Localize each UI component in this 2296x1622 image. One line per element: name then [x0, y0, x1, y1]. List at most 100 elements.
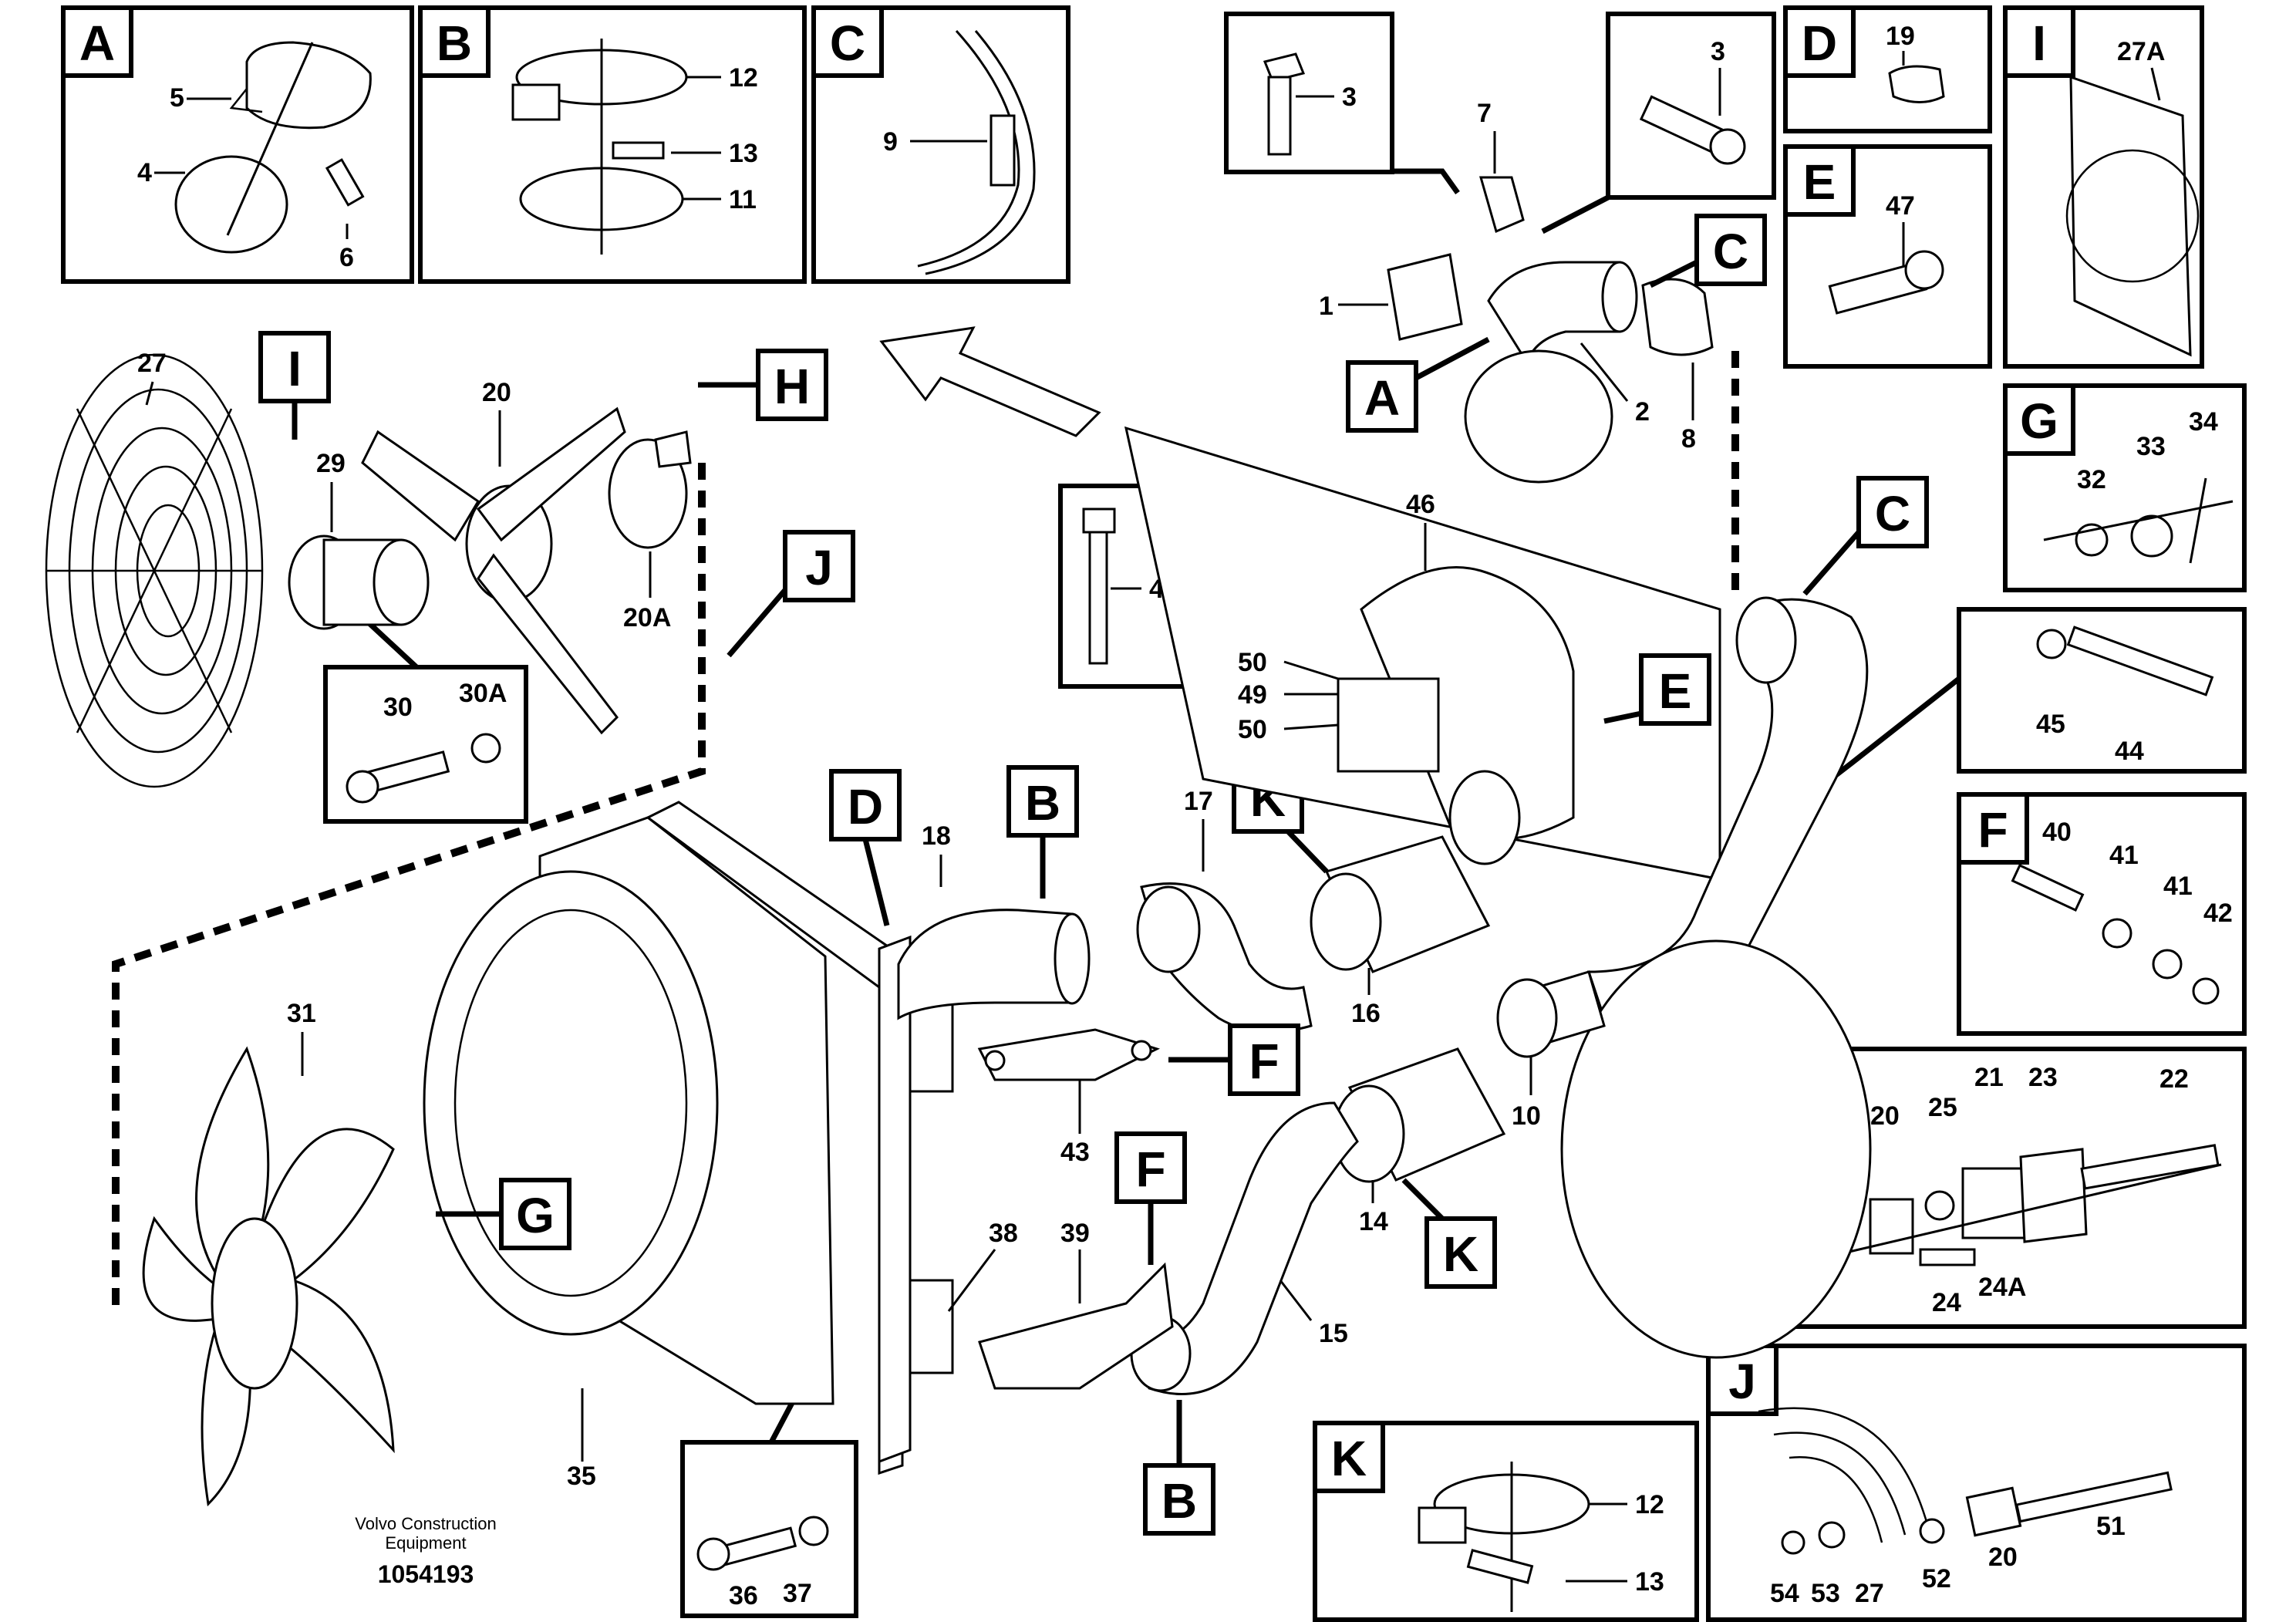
svg-text:C: C [1713, 224, 1748, 279]
svg-text:22: 22 [2159, 1064, 2189, 1094]
svg-text:49: 49 [1238, 680, 1267, 710]
svg-text:30: 30 [383, 693, 413, 722]
svg-text:K: K [1331, 1431, 1367, 1486]
bracket-43: 43 [977, 1028, 1160, 1167]
svg-text:H: H [774, 359, 810, 414]
detail-box-bolt-36: 36 37 [680, 1375, 858, 1618]
detail-box-bolt-30: 30 30A [323, 615, 528, 824]
svg-text:45: 45 [2036, 710, 2065, 739]
turbo-outlet: 1 2 7 8 [1319, 99, 1714, 484]
svg-text:31: 31 [287, 999, 316, 1028]
svg-text:13: 13 [729, 139, 758, 168]
tag-a-main: A [1346, 336, 1490, 433]
svg-text:52: 52 [1922, 1564, 1951, 1593]
svg-text:27: 27 [137, 349, 167, 378]
tag-h-main: H [698, 349, 828, 421]
detail-box-f: F 40 41 41 42 [1957, 792, 2247, 1036]
svg-text:8: 8 [1681, 424, 1696, 454]
svg-text:5: 5 [170, 83, 184, 113]
motor-bracket: 20 20A [361, 378, 692, 735]
detail-box-d: D 19 [1783, 5, 1992, 133]
svg-text:23: 23 [2028, 1063, 2058, 1092]
svg-text:7: 7 [1477, 99, 1492, 128]
svg-text:51: 51 [2096, 1512, 2126, 1541]
svg-text:54: 54 [1770, 1579, 1799, 1608]
svg-text:44: 44 [2115, 737, 2144, 766]
detail-box-bolt-44: 45 44 [1748, 607, 2247, 843]
intercooler-housing: 46 50 49 50 [1124, 426, 1721, 881]
svg-text:15: 15 [1319, 1319, 1348, 1348]
svg-text:E: E [1659, 663, 1692, 719]
svg-text:B: B [437, 15, 472, 71]
tag-b-upper: B [1006, 765, 1079, 899]
svg-text:27A: 27A [2117, 37, 2165, 66]
svg-text:9: 9 [883, 127, 898, 157]
svg-text:19: 19 [1886, 22, 1915, 51]
bellow-16: 16 [1310, 835, 1491, 1028]
detail-box-e: E 47 [1783, 144, 1992, 369]
svg-text:53: 53 [1811, 1579, 1840, 1608]
elbow-hose: 17 [1136, 787, 1313, 1034]
svg-text:10: 10 [1512, 1101, 1541, 1131]
svg-text:17: 17 [1184, 787, 1213, 816]
brand-line-2: Equipment [385, 1533, 466, 1553]
tag-g-main: G [436, 1178, 571, 1250]
svg-text:G: G [2020, 393, 2058, 449]
svg-text:12: 12 [729, 63, 758, 93]
svg-text:C: C [1875, 486, 1910, 541]
svg-text:B: B [1161, 1473, 1197, 1529]
svg-text:40: 40 [2042, 818, 2072, 847]
fan-guard: 27 [45, 349, 264, 788]
svg-text:29: 29 [316, 449, 346, 478]
detail-box-bolt-3b: 3 [1541, 12, 1776, 234]
svg-text:42: 42 [2203, 899, 2233, 928]
svg-text:25: 25 [1928, 1093, 1957, 1122]
svg-text:41: 41 [2163, 872, 2193, 901]
svg-text:6: 6 [339, 243, 354, 272]
svg-text:37: 37 [783, 1579, 812, 1608]
tag-k-lower: K [1401, 1178, 1497, 1289]
detail-box-b: B 12 13 11 [418, 5, 807, 284]
svg-text:36: 36 [729, 1581, 758, 1610]
svg-text:33: 33 [2136, 432, 2166, 461]
fan-blades: 31 [142, 999, 395, 1507]
svg-text:11: 11 [729, 185, 757, 214]
svg-text:F: F [1135, 1141, 1165, 1197]
svg-text:G: G [516, 1188, 555, 1243]
svg-text:3: 3 [1342, 83, 1357, 112]
svg-text:3: 3 [1711, 37, 1725, 66]
svg-text:38: 38 [989, 1219, 1018, 1248]
svg-text:24: 24 [1932, 1288, 1961, 1317]
svg-text:50: 50 [1238, 648, 1267, 677]
upper-pipe [897, 909, 1091, 1020]
detail-box-c: C 9 [811, 5, 1070, 284]
svg-text:1: 1 [1319, 292, 1333, 321]
detail-box-i: I 27A [2003, 5, 2204, 369]
svg-text:18: 18 [922, 821, 951, 851]
tag-f-upper: F [1168, 1023, 1300, 1096]
fan-motor: 29 [288, 449, 430, 630]
svg-text:20A: 20A [623, 603, 671, 632]
detail-box-bolt-3: 3 [1224, 12, 1460, 195]
svg-text:24A: 24A [1978, 1273, 2026, 1302]
svg-text:14: 14 [1359, 1207, 1388, 1236]
tag-i-main: I [258, 331, 331, 440]
tag-a: A [79, 15, 115, 71]
detail-box-g: G 32 33 34 [2003, 383, 2247, 592]
svg-text:J: J [805, 540, 833, 595]
bellow-14: 14 [1333, 1047, 1506, 1236]
svg-text:B: B [1025, 775, 1060, 831]
svg-text:D: D [848, 779, 883, 835]
svg-text:F: F [1977, 802, 2008, 858]
svg-text:D: D [1802, 15, 1837, 71]
detail-box-k: K 12 13 [1313, 1421, 1699, 1622]
svg-text:E: E [1803, 154, 1836, 210]
direction-arrow [879, 326, 1101, 437]
svg-text:16: 16 [1351, 999, 1381, 1028]
svg-text:46: 46 [1406, 490, 1435, 519]
tag-c-upper: C [1649, 214, 1767, 288]
svg-text:4: 4 [137, 158, 152, 187]
svg-text:20: 20 [1988, 1543, 2018, 1572]
tag-f-lower: F [1114, 1131, 1187, 1265]
